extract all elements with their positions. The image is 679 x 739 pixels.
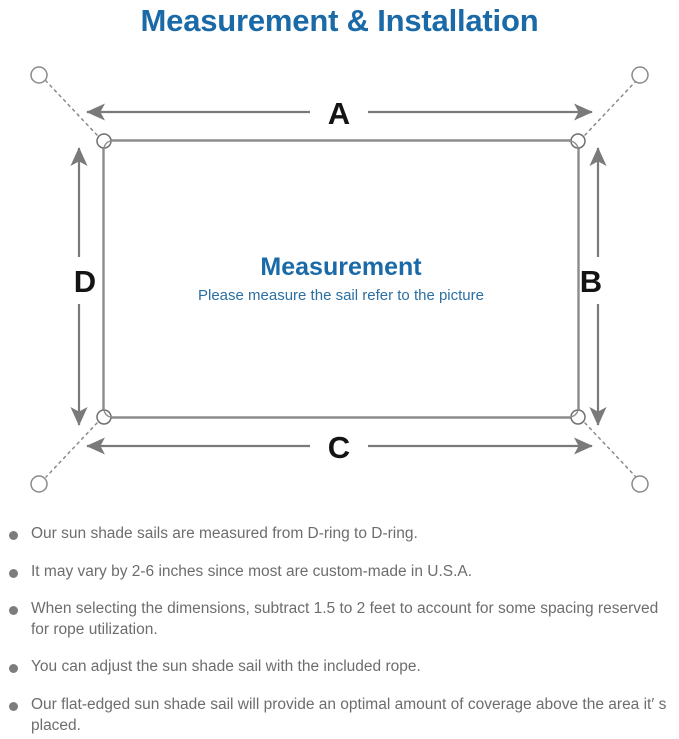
dimension-label-c: C bbox=[328, 430, 350, 465]
anchor-point-top-right bbox=[631, 66, 649, 84]
list-item: Our sun shade sails are measured from D-… bbox=[0, 524, 679, 545]
bullet-icon bbox=[9, 531, 18, 540]
note-text: It may vary by 2-6 inches since most are… bbox=[31, 562, 473, 580]
bullet-icon bbox=[9, 606, 18, 616]
bullet-icon bbox=[9, 568, 18, 578]
dimension-label-b: B bbox=[580, 264, 602, 299]
anchor-points bbox=[30, 66, 649, 493]
list-item: Our flat-edged sun shade sail will provi… bbox=[0, 695, 679, 736]
list-item: When selecting the dimensions, subtract … bbox=[0, 599, 679, 640]
dimension-label-a: A bbox=[328, 96, 350, 131]
note-text: Our sun shade sails are measured from D-… bbox=[31, 525, 418, 542]
page-title: Measurement & Installation bbox=[140, 3, 539, 38]
dimension-label-d: D bbox=[74, 264, 96, 299]
anchor-point-bottom-left bbox=[30, 475, 48, 493]
note-text: Our flat-edged sun shade sail will provi… bbox=[31, 696, 667, 734]
note-text: When selecting the dimensions, subtract … bbox=[31, 600, 659, 638]
bullet-icon bbox=[9, 702, 18, 712]
notes-list: Our sun shade sails are measured from D-… bbox=[0, 524, 679, 736]
measurement-diagram: A C D B bbox=[0, 42, 679, 522]
rope-lines bbox=[45, 80, 637, 478]
list-item: You can adjust the sun shade sail with t… bbox=[0, 657, 679, 678]
bullet-icon bbox=[9, 664, 18, 674]
anchor-point-bottom-right bbox=[631, 475, 649, 493]
sail-edge-overlay bbox=[103, 140, 579, 418]
note-text: You can adjust the sun shade sail with t… bbox=[31, 658, 421, 676]
anchor-point-top-left bbox=[30, 66, 48, 84]
sail-outline bbox=[102, 139, 580, 419]
list-item: It may vary by 2-6 inches since most are… bbox=[0, 562, 679, 583]
